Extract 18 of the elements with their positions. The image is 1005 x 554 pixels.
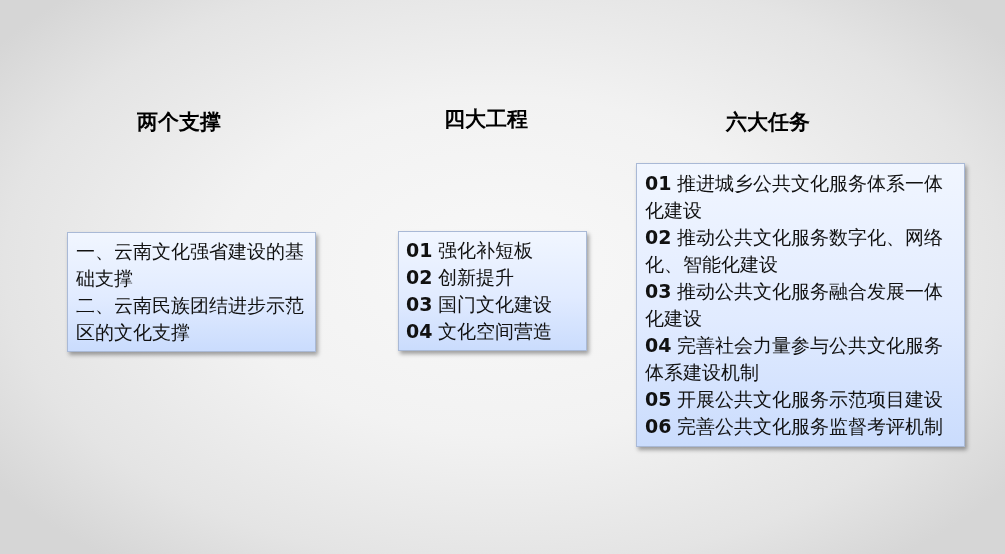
text-box — [67, 232, 316, 352]
text-box — [398, 231, 587, 351]
list-item: 06 完善公共文化服务监督考评机制 — [645, 414, 945, 439]
text-box — [636, 163, 965, 447]
list-item: 03 国门文化建设 — [406, 292, 554, 317]
list-item: 02 推动公共文化服务数字化、网络化、智能化建设 — [645, 225, 945, 277]
list-item: 04 文化空间营造 — [406, 319, 554, 344]
list-item: 04 完善社会力量参与公共文化服务体系建设机制 — [645, 333, 945, 385]
list-item: 02 创新提升 — [406, 265, 516, 290]
column-heading: 两个支撑 — [137, 109, 221, 135]
column-heading: 六大任务 — [726, 109, 810, 135]
list-item: 01 强化补短板 — [406, 238, 535, 263]
list-item: 一、云南文化强省建设的基础支撑 — [76, 239, 305, 291]
column-heading: 四大工程 — [444, 106, 528, 132]
list-item: 05 开展公共文化服务示范项目建设 — [645, 387, 945, 412]
list-item: 01 推进城乡公共文化服务体系一体化建设 — [645, 171, 945, 223]
list-item: 二、云南民族团结进步示范区的文化支撑 — [76, 293, 305, 345]
list-item: 03 推动公共文化服务融合发展一体化建设 — [645, 279, 945, 331]
